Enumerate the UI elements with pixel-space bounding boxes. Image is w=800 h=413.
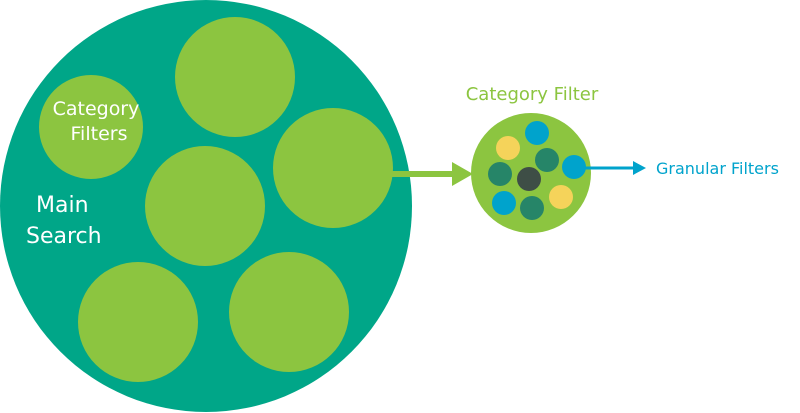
filter-dot-yellow <box>549 185 573 209</box>
category-filters-circle <box>39 75 143 179</box>
category-filters-label: Category Filters <box>53 98 146 145</box>
category-circle <box>78 262 198 382</box>
filter-dot-dark-green <box>535 148 559 172</box>
green-arrow <box>388 162 473 186</box>
category-circle <box>175 17 295 137</box>
main-search-label: Main Search <box>26 193 102 249</box>
granular-filters-label: Granular Filters <box>656 159 779 178</box>
filter-dot-blue <box>492 191 516 215</box>
filter-dot-dark-green <box>520 196 544 220</box>
filter-dot-dark-green <box>488 162 512 186</box>
filter-dot-yellow <box>496 136 520 160</box>
category-filter-label: Category Filter <box>466 84 599 105</box>
category-circle <box>273 108 393 228</box>
filter-dot-blue <box>562 155 586 179</box>
filter-dot-blue <box>525 121 549 145</box>
filter-dot-charcoal <box>517 167 541 191</box>
category-circle <box>229 252 349 372</box>
category-circle <box>145 146 265 266</box>
